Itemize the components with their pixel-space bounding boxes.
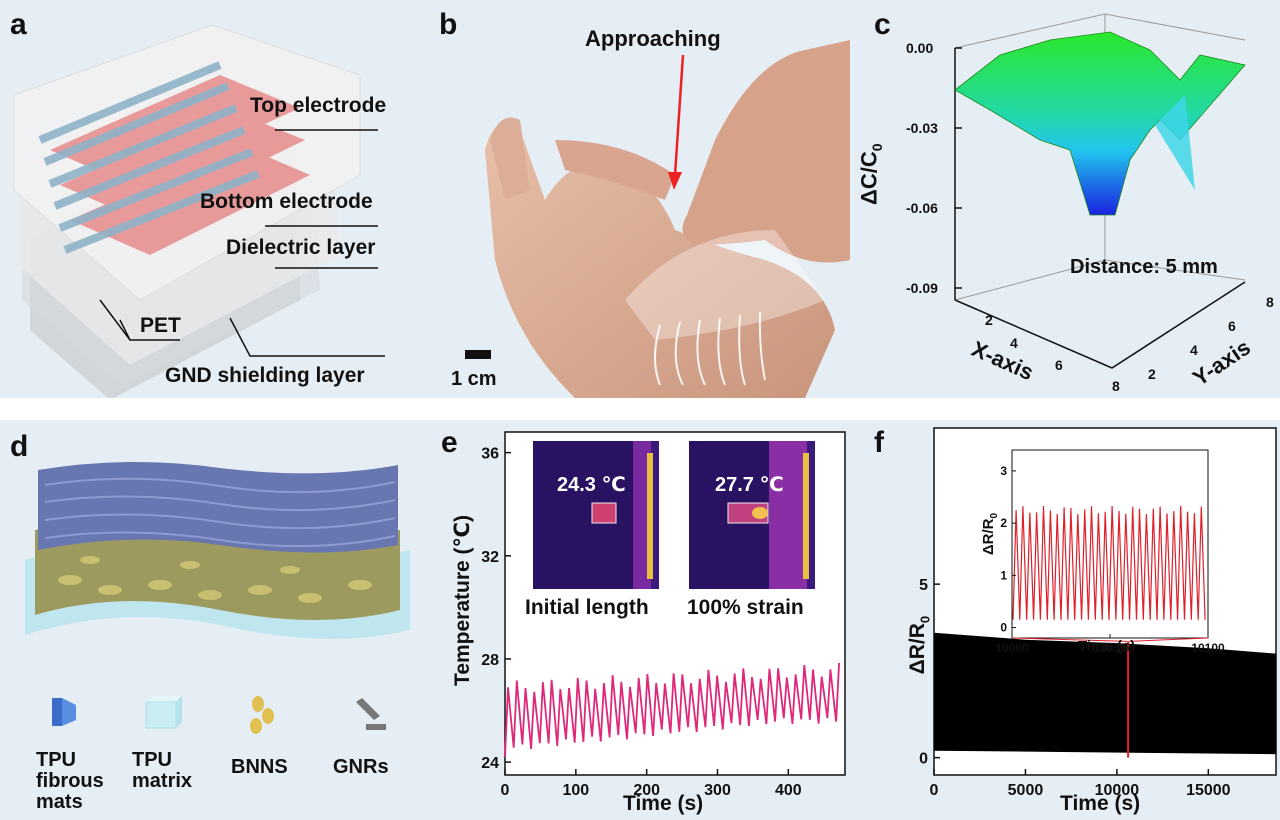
y-tick-2: 6 — [1228, 318, 1236, 334]
inset-y-tick-label: 2 — [1000, 516, 1007, 530]
z-axis-label-main: ΔC/C — [856, 151, 882, 205]
legend-label-tpu-matrix: TPU matrix — [132, 749, 193, 792]
f-x-tick-label: 5000 — [1008, 782, 1044, 799]
panel-label-b: b — [439, 8, 458, 41]
z-axis-label-sub: 0 — [868, 143, 885, 152]
panel-b: b Approaching 1 cm — [425, 0, 850, 398]
f-inset-x-axis-label: Time (s) — [1078, 638, 1136, 655]
panel-a: a Top e — [0, 0, 425, 398]
f-inset-y-axis-label: ΔR/R0 — [980, 513, 1000, 555]
inset-x-tick-label: 10100 — [1191, 641, 1225, 655]
z-axis-label: ΔC/C0 — [857, 143, 885, 205]
x-tick-0: 2 — [985, 312, 993, 328]
panel-label-f: f — [874, 426, 884, 459]
panel-label-e: e — [441, 426, 458, 459]
panel-d: d — [0, 420, 425, 820]
sensor-layer-stack — [13, 24, 385, 398]
legend-icon-tpu-fibrous-mats — [52, 698, 76, 726]
legend-label-tpu-fibrous-mats: TPU fibrous mats — [36, 749, 104, 813]
legend-label-bnns: BNNS — [231, 756, 288, 778]
e-y-tick-label: 32 — [481, 549, 499, 566]
f-inset-y-label-main: ΔR/R — [980, 518, 998, 556]
hand-photo — [465, 40, 850, 398]
panel-e: e 0 100 200 300 400 24 28 32 36 24.3 ℃ 27.7 ℃ In… — [425, 420, 850, 820]
e-x-axis-label: Time (s) — [623, 792, 704, 815]
legend-label-gnrs: GNRs — [333, 756, 389, 778]
inset-x-tick-label: 10050 — [1093, 641, 1127, 655]
f-x-tick-label: 15000 — [1186, 782, 1231, 799]
panel-label-c: c — [874, 8, 891, 41]
e-x-tick-label: 300 — [704, 782, 731, 799]
caption-initial-length: Initial length — [525, 596, 649, 619]
f-inset-y-label-sub: 0 — [989, 512, 1001, 519]
thermal-temp-strain: 27.7 ℃ — [715, 474, 784, 496]
legend-icon-bnns — [250, 696, 274, 734]
inset-x-tick-label: 10000 — [995, 641, 1029, 655]
inset-connector-left — [1011, 637, 1128, 642]
e-x-tick-label: 0 — [501, 782, 510, 799]
thermal-image-strain — [689, 441, 815, 589]
legend-icon-tpu-matrix — [145, 696, 182, 729]
3d-surface-plot — [954, 13, 1246, 369]
annotation-distance: Distance: 5 mm — [1070, 256, 1218, 278]
thermal-image-initial — [533, 441, 659, 589]
f-x-tick-label: 10000 — [1095, 782, 1140, 799]
e-y-tick-label: 28 — [481, 652, 499, 669]
x-tick-2: 6 — [1055, 357, 1063, 373]
z-tick-2: -0.06 — [906, 200, 938, 216]
f-y-tick-label: 0 — [919, 751, 928, 768]
panel-c: c 0.00 -0.03 -0.06 -0.09 ΔC/C0 — [850, 0, 1280, 398]
annotation-approaching: Approaching — [585, 26, 721, 51]
f-y-axis-label-main: ΔR/R — [906, 623, 930, 675]
y-tick-3: 8 — [1266, 294, 1274, 310]
inset-y-tick-label: 1 — [1000, 568, 1007, 582]
inset-connector-right — [1128, 637, 1209, 642]
f-x-axis-label: Time (s) — [1060, 792, 1141, 815]
e-x-tick-label: 100 — [562, 782, 589, 799]
e-x-tick-label: 400 — [775, 782, 802, 799]
e-y-axis-label: Temperature (℃) — [450, 515, 474, 686]
label-top-electrode: Top electrode — [250, 94, 387, 117]
y-tick-0: 2 — [1148, 366, 1156, 382]
temperature-chart: 0 100 200 300 400 24 28 32 36 — [481, 431, 846, 799]
legend-icon-gnrs — [356, 698, 386, 730]
f-y-axis-label-sub: 0 — [917, 615, 933, 624]
inset-y-tick-label: 0 — [1000, 621, 1007, 635]
thermal-temp-initial: 24.3 ℃ — [557, 474, 626, 496]
x-tick-1: 4 — [1010, 335, 1018, 351]
resistance-signal-band — [934, 632, 1276, 755]
x-tick-3: 8 — [1112, 378, 1120, 394]
f-y-axis-label: ΔR/R0 — [906, 616, 932, 675]
label-gnd-shielding: GND shielding layer — [165, 364, 365, 387]
inset-resistance-line — [1012, 505, 1206, 620]
e-y-tick-label: 24 — [481, 755, 499, 772]
label-dielectric-layer: Dielectric layer — [226, 236, 376, 259]
y-tick-1: 4 — [1190, 342, 1198, 358]
e-x-tick-label: 200 — [633, 782, 660, 799]
highlight-window — [1127, 641, 1130, 758]
f-x-tick-label: 0 — [930, 782, 939, 799]
panel-label-d: d — [10, 430, 29, 463]
e-y-tick-label: 36 — [481, 446, 499, 463]
panel-label-a: a — [10, 8, 27, 41]
temperature-series-line — [504, 662, 840, 757]
f-y-tick-label: 5 — [919, 577, 928, 594]
z-tick-3: -0.09 — [906, 280, 938, 296]
composite-film-illustration — [25, 461, 410, 734]
label-pet: PET — [140, 314, 181, 337]
z-tick-1: -0.03 — [906, 120, 938, 136]
resistance-chart: 0 5000 10000 15000 0 5 10000 10050 10100 0 1 2 3 — [919, 427, 1277, 799]
z-tick-0: 0.00 — [906, 40, 934, 56]
scale-bar-label: 1 cm — [451, 368, 497, 390]
inset-y-tick-label: 3 — [1000, 464, 1007, 478]
label-bottom-electrode: Bottom electrode — [200, 190, 373, 213]
caption-100-strain: 100% strain — [687, 596, 804, 619]
